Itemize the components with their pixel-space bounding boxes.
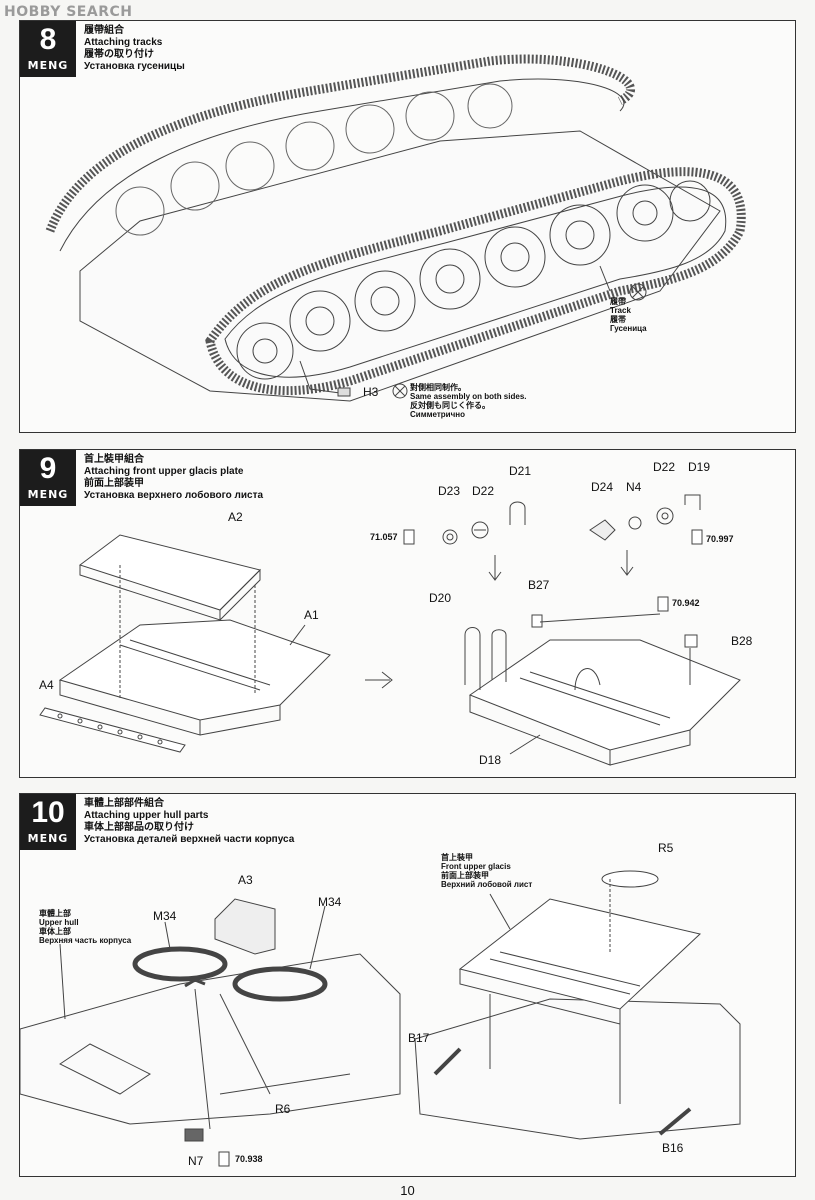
glacis-assembly-drawing: [39, 494, 741, 766]
paint-code-71-057: 71.057: [370, 532, 398, 542]
part-label-b27: B27: [528, 578, 550, 592]
title-ru: Установка гусеницы: [84, 61, 185, 72]
title-ru: Установка верхнего лобового листа: [84, 490, 264, 501]
part-label-h3: H3: [363, 385, 379, 399]
part-label-d22: D22: [472, 484, 495, 498]
sym-note-en: Same assembly on both sides.: [410, 392, 527, 401]
title-en: Attaching tracks: [84, 37, 163, 48]
brand-logo: MENG: [27, 488, 69, 501]
part-label-d23: D23: [438, 484, 461, 498]
part-label-m34-right: M34: [318, 895, 342, 909]
track-note: 履帶 Track 履帯 Гусеница: [610, 297, 647, 333]
part-label-n7: N7: [188, 1154, 204, 1168]
part-label-d21: D21: [509, 464, 532, 478]
brand-logo: MENG: [27, 59, 69, 72]
brand-logo: MENG: [27, 832, 69, 845]
watermark: HOBBY SEARCH: [4, 4, 133, 20]
upper-hull-note: 車體上部 Upper hull 車体上部 Верхняя часть корпу…: [39, 909, 131, 945]
title-jp: 前面上部装甲: [84, 478, 144, 489]
sym-note-cn: 對側相同制作。: [410, 383, 466, 392]
upper-hull-assembly-drawing: [20, 870, 741, 1167]
symmetric-note: 對側相同制作。 Same assembly on both sides. 反対側…: [410, 383, 526, 419]
step-titles: 履帶組合 Attaching tracks 履帯の取り付け Установка …: [84, 25, 185, 73]
part-label-r5: R5: [658, 841, 674, 855]
part-label-r6: R6: [275, 1102, 291, 1116]
step-number-badge: 8 MENG: [20, 21, 76, 77]
part-label-b28: B28: [731, 634, 753, 648]
upper-hull-ru: Верхняя часть корпуса: [39, 936, 132, 945]
sym-note-ru: Симметрично: [410, 410, 465, 419]
paint-code-70-997: 70.997: [706, 534, 734, 544]
track-note-cn: 履帶: [610, 297, 626, 306]
sym-note-jp: 反対側も同じく作る。: [410, 401, 490, 410]
step-number-badge: 9 MENG: [20, 450, 76, 506]
upper-hull-jp: 車体上部: [39, 927, 71, 936]
step-titles: 車體上部部件組合 Attaching upper hull parts 車体上部…: [84, 798, 294, 846]
title-cn: 履帶組合: [84, 25, 124, 36]
part-label-d18: D18: [479, 753, 502, 767]
step-number-badge: 10 MENG: [20, 794, 76, 850]
part-label-a1: A1: [304, 608, 319, 622]
paint-code-70-942: 70.942: [672, 598, 700, 608]
part-label-n4: N4: [626, 480, 642, 494]
step-titles: 首上裝甲組合 Attaching front upper glacis plat…: [84, 454, 263, 502]
part-label-a4: A4: [39, 678, 54, 692]
step-8-panel: 8 MENG 履帶組合 Attaching tracks 履帯の取り付け Уст…: [19, 20, 796, 433]
step-number: 9: [39, 452, 57, 485]
step-10-panel: 10 MENG 車體上部部件組合 Attaching upper hull pa…: [19, 793, 796, 1177]
glacis-note: 首上裝甲 Front upper glacis 前面上部装甲 Верхний л…: [441, 853, 532, 889]
part-label-b17: B17: [408, 1031, 430, 1045]
part-label-a3: A3: [238, 873, 253, 887]
part-label-d19: D19: [688, 460, 711, 474]
upper-hull-cn: 車體上部: [39, 909, 71, 918]
part-label-d22-right: D22: [653, 460, 676, 474]
title-cn: 首上裝甲組合: [84, 454, 144, 465]
part-label-d24: D24: [591, 480, 614, 494]
track-note-ru: Гусеница: [610, 324, 647, 333]
title-en: Attaching front upper glacis plate: [84, 466, 244, 477]
step-number: 8: [39, 23, 57, 56]
title-jp: 車体上部部品の取り付け: [84, 822, 194, 833]
title-ru: Установка деталей верхней части корпуса: [84, 834, 295, 845]
track-note-en: Track: [610, 306, 631, 315]
part-label-d20: D20: [429, 591, 452, 605]
track-assembly-drawing: [45, 54, 746, 402]
part-label-b16: B16: [662, 1141, 684, 1155]
part-label-a2: A2: [228, 510, 243, 524]
title-cn: 車體上部部件組合: [84, 798, 164, 809]
upper-hull-en: Upper hull: [39, 918, 79, 927]
glacis-cn: 首上裝甲: [441, 853, 473, 862]
title-en: Attaching upper hull parts: [84, 810, 209, 821]
step-number: 10: [31, 796, 65, 829]
glacis-jp: 前面上部装甲: [441, 871, 489, 880]
glacis-ru: Верхний лобовой лист: [441, 880, 533, 889]
paint-code-70-938: 70.938: [235, 1154, 263, 1164]
glacis-en: Front upper glacis: [441, 862, 511, 871]
step-9-panel: 9 MENG 首上裝甲組合 Attaching front upper glac…: [19, 449, 796, 778]
page-number: 10: [400, 1183, 415, 1198]
part-label-m34-left: M34: [153, 909, 177, 923]
track-note-jp: 履帯: [610, 315, 626, 324]
title-jp: 履帯の取り付け: [84, 49, 154, 60]
